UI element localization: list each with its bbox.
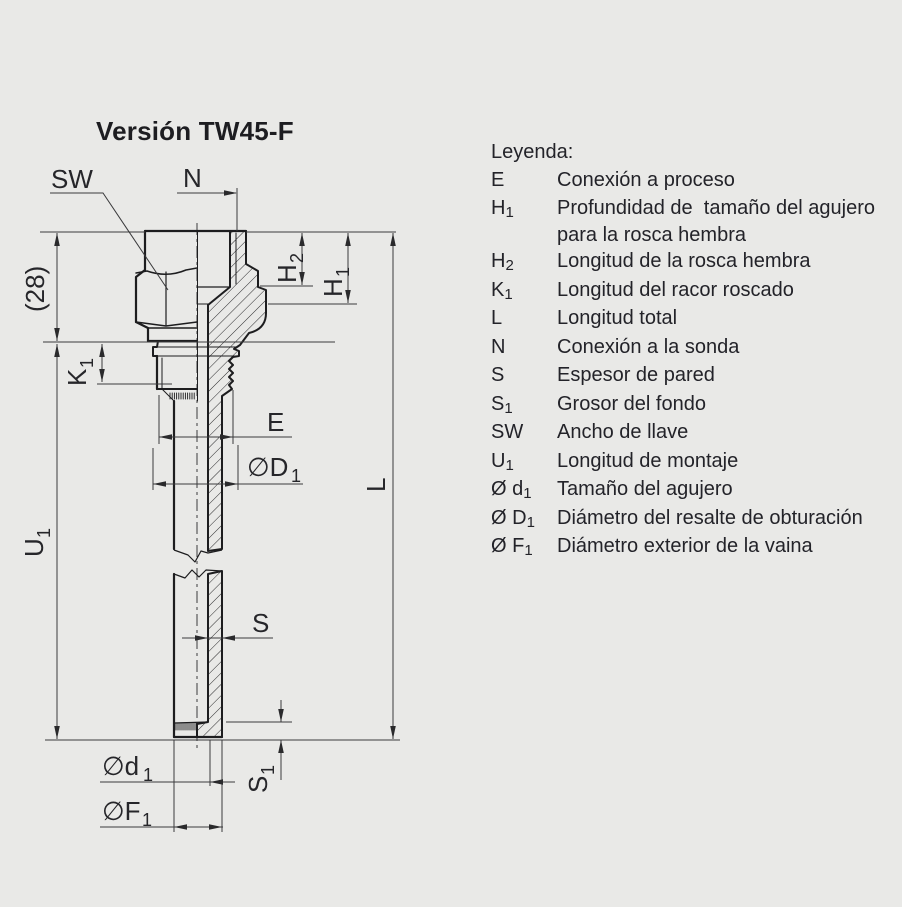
legend-desc: Conexión a proceso — [557, 168, 735, 191]
collar-hex-left-edge — [134, 229, 147, 324]
label-n: N — [183, 163, 202, 193]
label-k1: K 1 — [62, 358, 97, 386]
label-d1-minor: ∅d — [102, 751, 139, 781]
dim-k1-line — [97, 344, 172, 385]
legend-term: H1 — [491, 197, 514, 221]
legend-desc: Espesor de pared — [557, 364, 715, 386]
legend-desc: Diámetro exterior de la vaina — [557, 535, 813, 557]
svg-text:H: H — [318, 278, 348, 297]
legend-row: SW Ancho de llave — [491, 419, 896, 448]
ext-bottom-diameters — [173, 740, 223, 832]
label-f1: ∅F — [102, 796, 141, 826]
legend-heading: Leyenda: — [491, 141, 574, 163]
legend-row: E Conexión a proceso — [491, 167, 896, 196]
legend-desc: Ancho de llave — [557, 421, 689, 443]
legend-desc: Longitud total — [557, 307, 678, 329]
legend-row: N Conexión a la sonda — [491, 334, 896, 363]
svg-text:2: 2 — [287, 253, 307, 263]
svg-text:S: S — [243, 776, 273, 793]
hex-top-chamfer — [135, 267, 198, 275]
legend-row: K1 Longitud del racor roscado — [491, 277, 896, 306]
label-h2: H 2 — [272, 253, 307, 283]
neck-flange — [152, 340, 159, 357]
legend-row: Ø F1 Diámetro exterior de la vaina — [491, 533, 896, 562]
label-sw: SW — [51, 164, 93, 194]
legend-term: E — [491, 168, 505, 191]
label-h1: H 1 — [318, 267, 353, 297]
label-u1: U 1 — [19, 528, 54, 557]
label-e: E — [267, 407, 284, 437]
legend-desc: Conexión a la sonda — [557, 335, 740, 358]
legend-row: S Espesor de pared — [491, 362, 896, 391]
legend-term: Ø D1 — [491, 506, 535, 531]
legend-term: U1 — [491, 449, 514, 474]
break-symbol — [173, 549, 223, 579]
label-d1-major: ∅D — [247, 452, 288, 482]
legend: Leyenda: E Conexión a proceso H1 Profund… — [491, 139, 896, 562]
svg-text:1: 1 — [34, 528, 54, 538]
legend-term: SW — [491, 421, 524, 443]
tip-drill-ticks — [175, 722, 197, 731]
legend-row: Ø D1 Diámetro del resalte de obturación — [491, 505, 896, 534]
section-lower — [196, 570, 223, 738]
exterior-outline — [134, 229, 248, 739]
drawing-labels: SW N (28) H 2 H 1 K 1 U 1 L — [19, 163, 391, 830]
legend-desc: Tamaño del agujero — [557, 478, 733, 500]
legend-desc: Diámetro del resalte de obturación — [557, 506, 863, 529]
svg-text:1: 1 — [77, 358, 97, 368]
legend-row: U1 Longitud de montaje — [491, 448, 896, 477]
legend-desc: Longitud de la rosca hembra — [557, 250, 811, 272]
page-title: Versión TW45-F — [96, 116, 294, 146]
svg-text:U: U — [19, 538, 49, 557]
svg-text:K: K — [62, 368, 92, 386]
legend-term: L — [491, 307, 503, 329]
arrowheads — [54, 190, 396, 830]
legend-desc: Longitud del racor roscado — [557, 278, 794, 301]
section-upper — [207, 230, 267, 552]
legend-term: N — [491, 335, 506, 358]
label-28: (28) — [20, 266, 50, 312]
legend-row: L Longitud total — [491, 305, 896, 334]
legend-term: Ø d1 — [491, 478, 532, 502]
legend-row: H2 Longitud de la rosca hembra — [491, 248, 896, 277]
label-f1-sub: 1 — [142, 810, 152, 830]
hex-bottom-chamfer — [135, 321, 198, 327]
legend-desc: Grosor del fondo — [557, 392, 706, 415]
label-l: L — [361, 478, 391, 492]
svg-text:1: 1 — [258, 765, 278, 775]
legend-term: S — [491, 364, 505, 386]
dim-sw-leader — [50, 192, 169, 291]
label-d1-minor-sub: 1 — [143, 765, 153, 785]
legend-row: Ø d1 Tamaño del agujero — [491, 476, 896, 505]
label-s1: S 1 — [243, 765, 278, 793]
svg-text:L: L — [361, 478, 391, 492]
label-s: S — [252, 608, 269, 638]
legend-term: H2 — [491, 250, 514, 274]
thread-runout-ticks — [169, 392, 195, 400]
legend-row: S1 Grosor del fondo — [491, 391, 896, 420]
svg-text:1: 1 — [333, 267, 353, 277]
legend-term: Ø F1 — [491, 535, 533, 559]
svg-text:H: H — [272, 264, 302, 283]
svg-text:(28): (28) — [20, 266, 50, 312]
legend-term: S1 — [491, 392, 513, 417]
label-d1-major-sub: 1 — [291, 466, 301, 486]
legend-desc: Longitud de montaje — [557, 449, 739, 472]
legend-term: K1 — [491, 278, 513, 303]
